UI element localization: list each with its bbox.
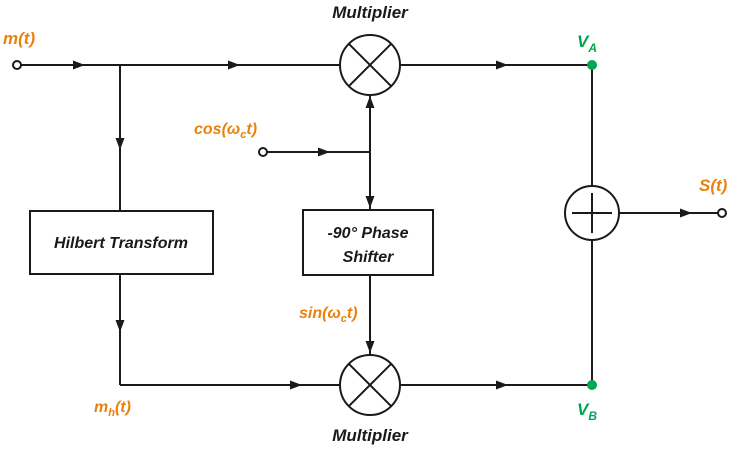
carrier-sin-post: t) [347,305,358,322]
carrier-cos-label: cos(ωct) [194,121,257,141]
multiply-cross-icon [348,43,392,87]
arrowhead-right-icon [496,60,508,70]
input-terminal [12,60,22,70]
carrier-cos-pre: cos(ω [194,121,240,138]
summer-symbol [564,185,620,241]
output-terminal [717,208,727,218]
arrowhead-down-icon [115,320,125,332]
bottom-multiplier-label: Multiplier [332,426,409,445]
top-multiplier-label: Multiplier [332,3,409,22]
node-b-dot [587,380,597,390]
terminals [12,60,727,218]
node-b-sub: B [588,409,597,423]
node-a-pre: V [577,32,590,51]
arrowhead-up-icon [365,96,375,108]
arrowhead-right-icon [228,60,240,70]
top-multiplier-symbol [339,34,401,96]
arrowheads [73,60,692,390]
arrowhead-down-icon [115,138,125,150]
arrowhead-down-icon [365,341,375,353]
carrier-cos-post: t) [246,121,257,138]
arrowhead-down-icon [365,196,375,208]
phase-shifter-block [302,209,434,276]
arrowhead-right-icon [496,380,508,390]
carrier-sin-sub: c [341,313,347,325]
hilbert-output-pre: m [94,399,108,416]
plus-icon [572,193,612,233]
carrier-input-terminal [258,147,268,157]
carrier-sin-pre: sin(ω [299,305,341,322]
arrowhead-right-icon [73,60,85,70]
hilbert-output-sub: h [108,407,115,419]
node-b-label: VB [577,400,597,423]
arrowhead-right-icon [680,208,692,218]
hilbert-transform-block [29,210,214,275]
node-b-pre: V [577,400,590,419]
carrier-cos-sub: c [240,129,246,141]
hilbert-output-post: (t) [115,399,131,416]
node-a-sub: A [587,41,597,55]
node-a-label: VA [577,32,597,55]
carrier-sin-label: sin(ωct) [299,305,358,325]
arrowhead-right-icon [290,380,302,390]
input-signal-label: m(t) [3,29,35,48]
phase-shifter-label-line1: -90° Phase [327,225,408,242]
hilbert-transform-label: Hilbert Transform [54,235,188,252]
multiply-cross-icon [348,363,392,407]
node-a-dot [587,60,597,70]
arrowhead-right-icon [318,147,330,157]
bottom-multiplier-symbol [339,354,401,416]
phase-shifter-label-line2: Shifter [343,249,394,266]
output-signal-label: S(t) [699,176,728,195]
hilbert-output-label: mh(t) [94,399,131,419]
